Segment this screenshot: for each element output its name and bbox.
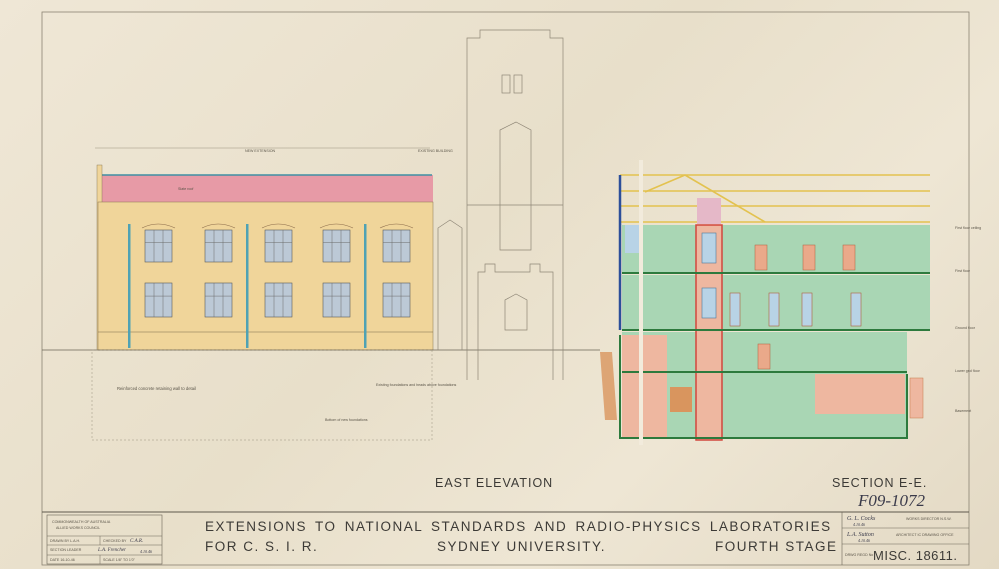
level-label: Ground floor: [955, 326, 976, 330]
sheet-border: [41, 11, 970, 566]
stage: FOURTH STAGE: [715, 539, 838, 554]
architect: ARCHITECT IC DRAWING OFFICE: [896, 533, 954, 537]
drawing-title: EXTENSIONS TO NATIONAL STANDARDS AND RAD…: [205, 519, 832, 534]
section-leader-signature: L.A. Frencher: [97, 548, 126, 553]
works-director-signature: G. L. Cocks: [847, 516, 876, 522]
drawing-reference: F09-1072: [857, 491, 926, 510]
level-label: Lower gnd floor: [955, 369, 981, 373]
note-existing-building: EXISTING BUILDING: [418, 149, 453, 153]
note-existing-foundations: Existing foundations and heads above fou…: [376, 383, 457, 387]
existing-tower-outline: [437, 29, 564, 380]
note-slate-roof: Slate roof: [178, 187, 193, 191]
section-leader: SECTION LEADER: [50, 548, 82, 552]
downpipes: [128, 224, 367, 348]
window: [264, 282, 293, 318]
checked-signature: C.A.R.: [130, 539, 143, 544]
window: [382, 282, 411, 318]
authority-line1: COMMONWEALTH OF AUSTRALIA: [52, 520, 111, 524]
door: [802, 244, 816, 271]
window: [264, 229, 293, 263]
door: [757, 343, 771, 370]
window: [204, 282, 233, 318]
drawing-scale: SCALE 1/8" TO 1'0": [103, 558, 136, 562]
window: [801, 292, 813, 327]
level-label: Basement: [955, 409, 971, 413]
window: [768, 292, 780, 327]
drawing-date: DATE 16-10-46: [50, 558, 75, 562]
window: [850, 292, 862, 327]
level-label: First floor: [955, 269, 971, 273]
drawn-by: DRAWN BY L.A.H.: [50, 539, 80, 543]
brick-wall: [97, 201, 434, 351]
section-title: SECTION E-E.: [832, 476, 927, 490]
section-openings: [729, 244, 862, 370]
window: [204, 229, 233, 263]
location: SYDNEY UNIVERSITY.: [437, 539, 606, 554]
door: [842, 244, 856, 271]
elevation-windows: [141, 223, 414, 318]
architect-signature: L.A. Sutton: [846, 532, 874, 538]
drwg-regd-label: DRWG REGD No: [845, 553, 873, 557]
title-block: COMMONWEALTH OF AUSTRALIA ALLIED WORKS C…: [46, 512, 969, 565]
window: [144, 282, 173, 318]
slate-roof: [102, 175, 433, 203]
drawing-number: MISC. 18611.: [873, 548, 958, 563]
checked-by: CHECKED BY: [103, 539, 127, 543]
authority-line2: ALLIED WORKS COUNCIL: [56, 526, 100, 530]
client: FOR C. S. I. R.: [205, 539, 318, 554]
section-leader-date: 4.10.46: [140, 549, 152, 554]
roof-trusses: [620, 174, 930, 223]
section-slabs: [619, 272, 930, 439]
east-elevation: NEW EXTENSION EXISTING BUILDING Slate ro…: [42, 147, 600, 441]
window: [322, 229, 351, 263]
elevation-title: EAST ELEVATION: [435, 476, 553, 490]
window: [729, 292, 741, 327]
works-director-date: 4.10.46: [853, 522, 865, 527]
works-director: WORKS DIRECTOR N.S.W.: [906, 517, 951, 521]
window: [382, 229, 411, 263]
note-retaining-wall: Reinforced concrete retaining wall to de…: [117, 386, 196, 391]
architect-date: 4.10.46: [858, 538, 870, 543]
window: [322, 282, 351, 318]
door: [754, 244, 768, 271]
window: [144, 229, 173, 263]
level-label: First floor ceiling: [955, 226, 981, 230]
note-bottom-foundations: Bottom of new foundations: [325, 418, 368, 422]
note-new-extension: NEW EXTENSION: [245, 149, 276, 153]
